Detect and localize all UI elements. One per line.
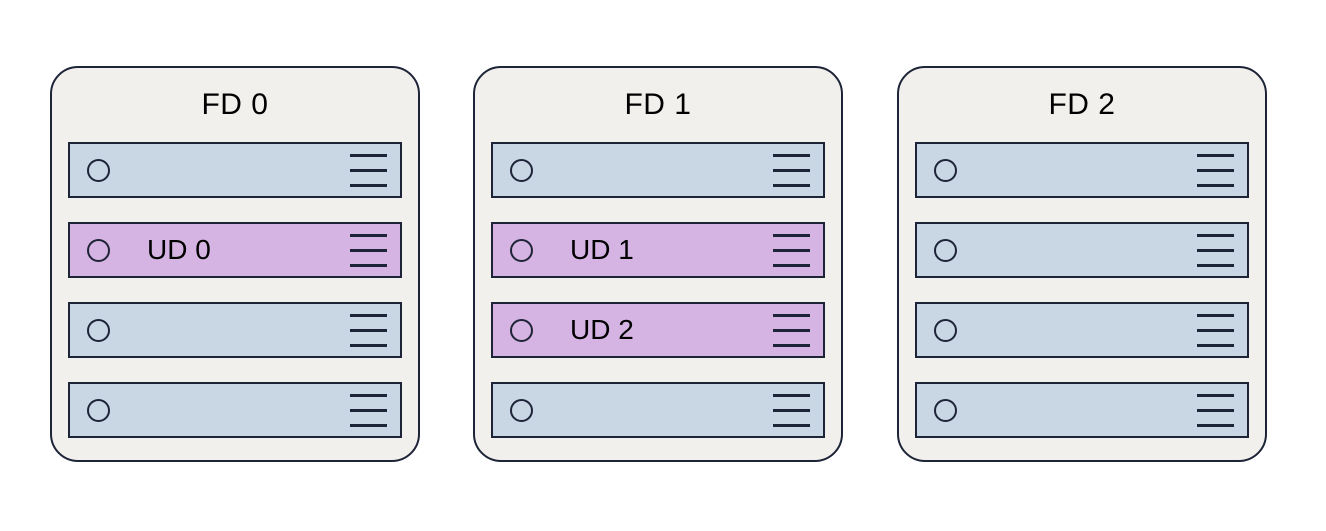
fault-domain-box-2: FD 2 bbox=[897, 66, 1267, 462]
server-vent-lines-icon bbox=[773, 153, 810, 187]
fault-domain-title: FD 1 bbox=[624, 88, 692, 121]
server-vent-lines-icon bbox=[350, 153, 387, 187]
server-vent-lines-icon bbox=[1197, 153, 1234, 187]
server-vent-lines-icon bbox=[350, 233, 387, 267]
server-node: UD 2 bbox=[491, 302, 825, 358]
server-node bbox=[915, 142, 1249, 198]
server-vent-lines-icon bbox=[773, 393, 810, 427]
server-power-circle-icon bbox=[87, 318, 110, 342]
server-power-circle-icon bbox=[87, 398, 110, 422]
server-vent-lines-icon bbox=[1197, 233, 1234, 267]
server-node bbox=[68, 382, 402, 438]
server-node: UD 0 bbox=[68, 222, 402, 278]
server-power-circle-icon bbox=[510, 158, 533, 182]
fault-domain-title: FD 0 bbox=[201, 88, 269, 121]
server-power-circle-icon bbox=[934, 318, 957, 342]
server-power-circle-icon bbox=[87, 238, 110, 262]
update-domain-label: UD 0 bbox=[147, 234, 211, 265]
server-power-circle-icon bbox=[934, 158, 957, 182]
server-power-circle-icon bbox=[87, 158, 110, 182]
fault-domain-box-1: FD 1 UD 1 UD 2 bbox=[473, 66, 843, 462]
server-node bbox=[915, 222, 1249, 278]
update-domain-label: UD 2 bbox=[570, 314, 634, 345]
server-node bbox=[915, 302, 1249, 358]
server-node bbox=[491, 382, 825, 438]
server-node bbox=[68, 302, 402, 358]
update-domain-label: UD 1 bbox=[570, 234, 634, 265]
server-vent-lines-icon bbox=[350, 313, 387, 347]
server-vent-lines-icon bbox=[773, 313, 810, 347]
server-node bbox=[491, 142, 825, 198]
server-power-circle-icon bbox=[510, 318, 533, 342]
server-node bbox=[68, 142, 402, 198]
fault-domain-title: FD 2 bbox=[1048, 88, 1116, 121]
server-vent-lines-icon bbox=[1197, 313, 1234, 347]
server-power-circle-icon bbox=[510, 398, 533, 422]
server-power-circle-icon bbox=[934, 398, 957, 422]
server-vent-lines-icon bbox=[350, 393, 387, 427]
server-vent-lines-icon bbox=[773, 233, 810, 267]
fault-domain-box-0: FD 0 UD 0 bbox=[50, 66, 420, 462]
server-node bbox=[915, 382, 1249, 438]
server-node: UD 1 bbox=[491, 222, 825, 278]
server-vent-lines-icon bbox=[1197, 393, 1234, 427]
server-power-circle-icon bbox=[934, 238, 957, 262]
server-power-circle-icon bbox=[510, 238, 533, 262]
